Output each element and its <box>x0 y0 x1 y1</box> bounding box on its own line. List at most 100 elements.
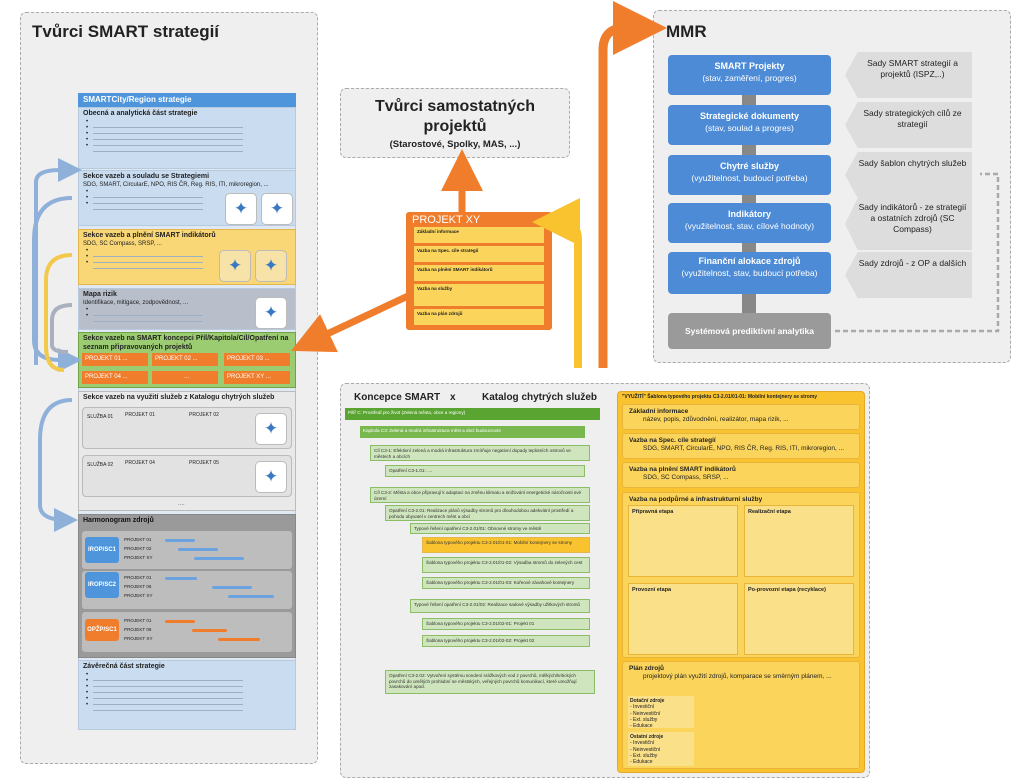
section-projects-title: Sekce vazeb na SMART koncepci Příl/Kapit… <box>83 335 289 351</box>
tree-template: Šablona typového projektu C3-2.01/01-02:… <box>422 557 590 573</box>
stage-preparation: Přípravná etapa <box>628 505 738 577</box>
gantt-bar <box>192 629 227 632</box>
plan-item: - Ext. služby <box>630 716 658 723</box>
smart-logo-icon: ✦ <box>225 193 257 225</box>
section-services-title: Sekce vazeb na využití služeb z Katalogu… <box>83 394 275 401</box>
tree-typical-solution: Typové řešení opatření C3-2.01/02: Reali… <box>410 599 590 613</box>
independent-project-creators: Tvůrci samostatných projektů (Starostové… <box>340 88 570 158</box>
tree-goal: Cíl C3-2: Města a obce připravují k adap… <box>370 487 590 503</box>
template-section-title: Plán zdrojů <box>629 665 665 672</box>
service-label: SLUŽBA 02 <box>87 462 114 468</box>
tree-goal: Cíl C3-1: Efektivní zelená a modrá infra… <box>370 445 590 461</box>
loop-back-spine <box>34 158 82 365</box>
mmr-input-sources: Sady zdrojů - z OP a dalších <box>845 252 972 298</box>
template-section-title: Vazba na podpůrné a infrastrukturní služ… <box>629 496 763 503</box>
tree-measure: Opatření C3-1.01: .... <box>385 465 585 477</box>
stage-operation: Provozní etapa <box>628 583 738 655</box>
service-more: .... <box>178 501 185 507</box>
gantt-bar <box>212 586 252 589</box>
section-indicators-sub: SDG, SC Compass, SRSP, ... <box>83 240 162 247</box>
mmr-indicators: Indikátory(využitelnost, stav, cílové ho… <box>668 203 831 243</box>
template-section-sub: název, popis, zdůvodnění, realizátor, ma… <box>643 416 789 424</box>
project-xy-item-label: Základní informace <box>417 229 459 234</box>
mmr-box-title: SMART Projekty <box>714 61 785 71</box>
concept-times: x <box>450 392 456 403</box>
project-xy-item-label: Vazba na Spec. cíle strategií <box>417 248 479 253</box>
tree-measure: Opatření C3-2.01: Realizace plánů výsadb… <box>385 505 590 521</box>
smart-logo-icon: ✦ <box>255 297 287 329</box>
project-box: ... <box>152 371 218 384</box>
tree-template: Šablona typového projektu C3-2.01/02-02:… <box>422 635 590 647</box>
harmonogram-title: Harmonogram zdrojů <box>83 517 154 524</box>
plan-item: - Ext. služby <box>630 752 658 759</box>
template-section-sub: SDG, SC Compass, SRSP, ... <box>643 474 729 482</box>
mmr-box-title: Indikátory <box>727 209 771 219</box>
smart-logo-icon: ✦ <box>261 193 293 225</box>
section-strategies-sub: SDG, SMART, CircularE, NPO, RIS ČR, Reg.… <box>83 181 269 188</box>
catalog-title: Katalog chytrých služeb <box>482 392 598 403</box>
mmr-box-title: Finanční alokace zdrojů <box>698 256 801 266</box>
harm-program-label: OPŽP/SC1 <box>85 619 119 641</box>
template-section-title: Základní informace <box>629 408 689 415</box>
smart-logo-icon: ✦ <box>255 250 287 282</box>
independent-creators-title: Tvůrci samostatných projektů <box>374 98 536 135</box>
section-final: Závěrečná část strategie <box>78 660 296 730</box>
arrow-to-mmr <box>598 1 667 368</box>
stage-realization: Realizační etapa <box>744 505 854 577</box>
project-xy-title: PROJEKT XY <box>412 214 481 226</box>
plan-item: - Investiční <box>630 740 655 747</box>
tree-measure: Opatření C3-2.02: Vytvoření systému sond… <box>385 670 595 694</box>
service-label: SLUŽBA 01 <box>87 414 114 420</box>
stage-post-operation: Po-provozní etapa (recyklace) <box>744 583 854 655</box>
project-xy-item: Vazba na služby <box>414 284 544 306</box>
plan-item: - Neinvestiční <box>630 710 661 717</box>
gantt-bar <box>228 595 274 598</box>
section-risk-map-sub: Identifikace, mitigace, zodpovědnost, ..… <box>83 299 189 306</box>
mmr-financial-allocation: Finanční alokace zdrojů(využitelnost, st… <box>668 252 831 294</box>
tree-chapter: Kapitola C3: Zelená a modrá infrastruktu… <box>360 426 585 438</box>
tree-pillar: Pilíř C: Prostředí pro život (Zelená měs… <box>345 408 600 420</box>
plan-other: Ostatní zdroje- Investiční- Neinvestiční… <box>628 732 694 766</box>
section-general-title: Obecná a analytická část strategie <box>83 110 198 117</box>
harm-row: PROJEKT 01 <box>124 537 152 542</box>
harm-row: PROJEKT 06 <box>124 627 152 632</box>
tree-template: Šablona typového projektu C3-2.01/02-01:… <box>422 618 590 630</box>
service-project: PROJEKT 04 <box>125 460 155 466</box>
project-xy-item: Vazba na Spec. cíle strategií <box>414 246 544 262</box>
left-panel-title: Tvůrci SMART strategií <box>32 22 220 41</box>
template-section-title: Vazba na Spec. cíle strategií <box>629 437 716 444</box>
mmr-smart-projects: SMART Projekty(stav, zaměření, progres) <box>668 55 831 95</box>
stage-title: Po-provozní etapa (recyklace) <box>748 587 826 593</box>
harm-program-label: IROP/SC2 <box>85 572 119 598</box>
plan-subsidy: Dotační zdroje- Investiční- Neinvestiční… <box>628 696 694 729</box>
project-xy-item-label: Vazba na plán zdrojů <box>417 311 463 316</box>
concept-title: Koncepce SMART <box>354 392 441 403</box>
project-xy-item-label: Vazba na služby <box>417 286 453 291</box>
harm-row: PROJEKT 02 <box>124 546 152 551</box>
mmr-analytics: Systémová prediktivní analytika <box>668 313 831 349</box>
mmr-input-goals: Sady strategických cílů ze strategií <box>845 102 972 148</box>
service-project: PROJEKT 02 <box>189 412 219 418</box>
mmr-box-title: Chytré služby <box>719 161 779 171</box>
gantt-bar <box>178 548 218 551</box>
service-project: PROJEKT 01 <box>125 412 155 418</box>
project-box: PROJEKT 03 ... <box>224 353 290 366</box>
service-card: SLUŽBA 02 PROJEKT 04 PROJEKT 05 ✦ <box>82 455 292 497</box>
mmr-input-strategies: Sady SMART strategií a projektů (ISPZ,..… <box>845 52 972 98</box>
gantt-bar <box>165 539 195 542</box>
mmr-strategic-documents: Strategické dokumenty(stav, soulad a pro… <box>668 105 831 145</box>
harm-row: PROJEKT XY <box>124 555 153 560</box>
tree-template-selected: Šablona typového projektu C3-2.01/01-01:… <box>422 537 590 553</box>
project-box: PROJEKT 02 ... <box>152 353 218 366</box>
plan-item: - Investiční <box>630 704 655 711</box>
gantt-bar <box>194 557 244 560</box>
section-risk-map: Mapa rizik Identifikace, mitigace, zodpo… <box>78 288 296 330</box>
plan-item: - Edukace <box>630 723 653 729</box>
harm-program-label: IROP/SC1 <box>85 537 119 563</box>
mmr-box-sub: (využitelnost, budoucí potřeba) <box>691 172 808 183</box>
template-section-sub: SDG, SMART, CircularE, NPO, RIS ČR, Reg.… <box>643 445 845 453</box>
template-section-title: Vazba na plnění SMART indikátorů <box>629 466 736 473</box>
section-general: Obecná a analytická část strategie <box>78 107 296 169</box>
